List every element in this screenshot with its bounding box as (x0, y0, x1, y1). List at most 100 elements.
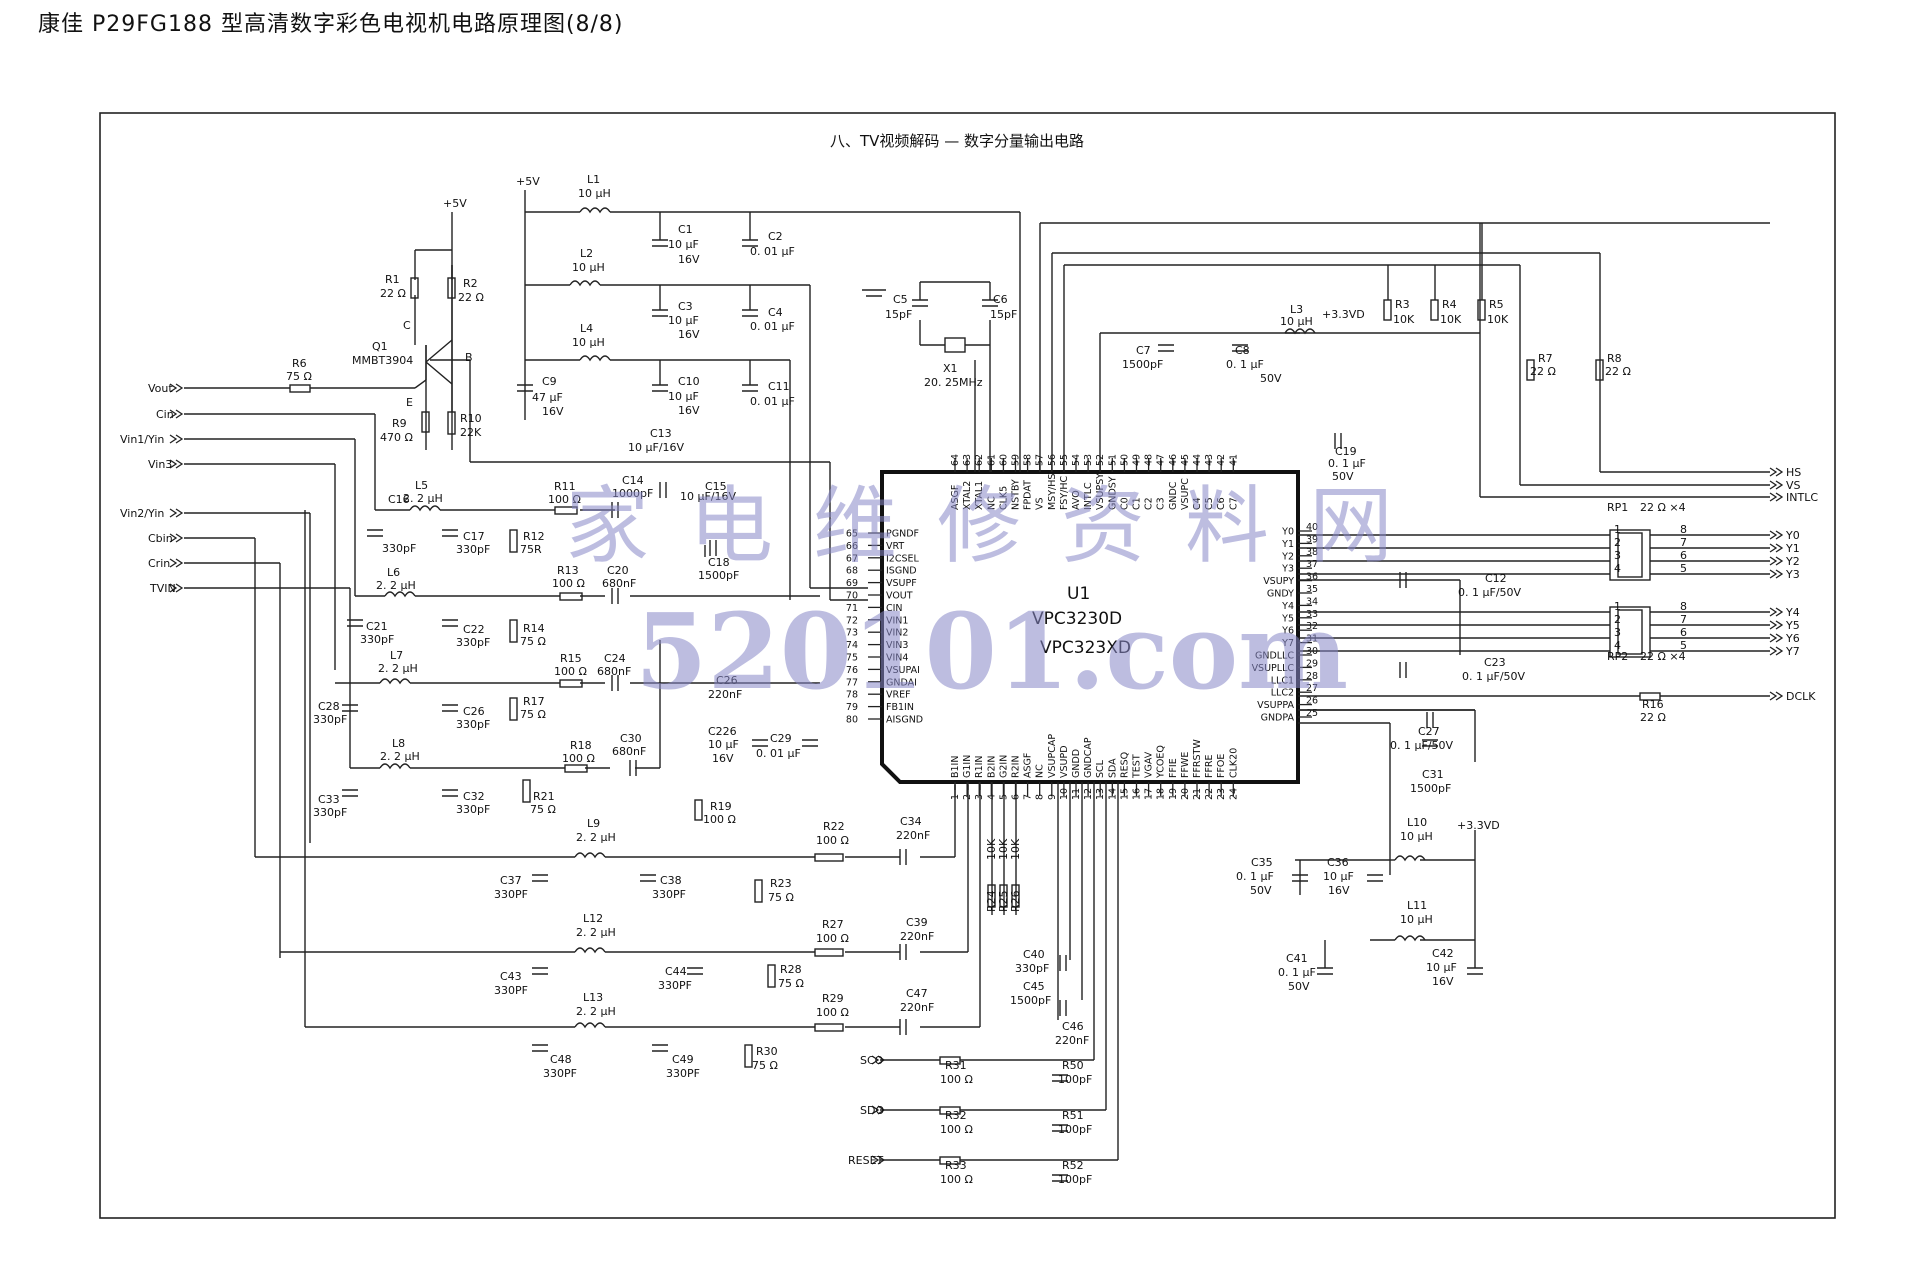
component-label: C22 (463, 623, 485, 636)
component-label: C4 (768, 306, 783, 319)
component-label: 10 μH (1400, 830, 1433, 843)
component-label: 16V (1432, 975, 1454, 988)
pin-number: 68 (846, 566, 858, 577)
pin-number: 33 (1306, 609, 1318, 620)
component-label: R33 (945, 1159, 967, 1172)
pin-name: LLC1 (1271, 675, 1294, 686)
component-label: 16V (542, 405, 564, 418)
component-label: 0. 01 μF (750, 320, 795, 333)
component-label: 330pF (456, 543, 490, 556)
component-label: 22 Ω ×4 (1640, 501, 1686, 514)
component-label: 22 Ω (1530, 365, 1556, 378)
pin-name: Y6 (1281, 626, 1294, 637)
pin-number: 16 (1132, 788, 1143, 800)
component-label: 7 (1680, 613, 1687, 626)
pin-name: G1IN (962, 755, 973, 778)
pin-name: C1 (1132, 497, 1143, 510)
pin-number: 42 (1216, 454, 1227, 466)
component-label: 10 μF (708, 738, 739, 751)
component-label: 10 μF (1323, 870, 1354, 883)
ic-part1: VPC3230D (1032, 609, 1122, 629)
pin-number: 23 (1216, 788, 1227, 800)
pin-number: 26 (1306, 696, 1318, 707)
pin-number: 48 (1144, 454, 1155, 466)
component-label: L6 (387, 566, 400, 579)
components (289, 207, 1661, 1182)
component-label: E (406, 396, 413, 409)
component-label: 10 μH (572, 261, 605, 274)
component-label: R7 (1538, 352, 1553, 365)
pin-name: VREF (886, 690, 911, 701)
pin-name: NC (1035, 764, 1046, 778)
component-label: R19 (710, 800, 732, 813)
component-label: RP2 (1607, 650, 1628, 663)
component-label: C37 (500, 874, 522, 887)
component-label: 0. 1 μF/50V (1390, 739, 1454, 752)
pin-number: 65 (846, 529, 858, 540)
component-label: 2 (1614, 613, 1621, 626)
component-label: 100 Ω (816, 932, 849, 945)
component-label: 10 μH (1400, 913, 1433, 926)
ic-pins-bottom: 1B1IN2G1IN3R1IN4B2IN5G2IN6R2IN7ASGF8NC9V… (950, 734, 1239, 800)
component-label: C45 (1023, 980, 1045, 993)
component-label: 330pF (456, 636, 490, 649)
component-label: 10K (1440, 313, 1462, 326)
component-label: C6 (993, 293, 1008, 306)
component-label: R32 (945, 1109, 967, 1122)
component-label: 100pF (1058, 1123, 1092, 1136)
component-label: 100pF (1058, 1073, 1092, 1086)
input-tvin: TVIN (149, 582, 176, 595)
component-label: 10 μH (1280, 315, 1313, 328)
component-label: R16 (1642, 698, 1664, 711)
pin-number: 73 (846, 628, 858, 639)
watermark-chinese: 家电维修资料网 (565, 477, 1433, 575)
input-crin: Crin (148, 557, 170, 570)
component-label: L7 (390, 649, 403, 662)
component-label: C14 (622, 474, 644, 487)
pin-number: 69 (846, 578, 858, 589)
component-label: 2 (1614, 536, 1621, 549)
output-y3: Y3 (1785, 568, 1800, 581)
pin-number: 31 (1306, 634, 1318, 645)
pin-name: CLK5 (998, 486, 1009, 510)
component-label: 20. 25MHz (924, 376, 983, 389)
pin-number: 7 (1023, 794, 1034, 800)
pin-number: 15 (1119, 788, 1130, 800)
component-label: 100 Ω (940, 1123, 973, 1136)
component-label: 100 Ω (548, 493, 581, 506)
pin-name: NSTBY (1011, 479, 1022, 510)
pin-name: AISGND (886, 715, 923, 726)
component-label: 220nF (1055, 1034, 1089, 1047)
component-label: 1000pF (612, 487, 653, 500)
component-label: 5 (1680, 562, 1687, 575)
pin-name: R2IN (1011, 755, 1022, 778)
component-label: R29 (822, 992, 844, 1005)
component-label: 75 Ω (520, 708, 546, 721)
io-labels: Vout Cin Vin1/Yin Vin3 Vin2/Yin Cbin Cri… (120, 175, 1818, 1167)
pin-name: FFRE (1204, 754, 1215, 778)
component-label: 0. 1 μF (1236, 870, 1274, 883)
component-label: C21 (366, 620, 388, 633)
pin-name: VSUPLLC (1252, 663, 1295, 674)
pin-number: 49 (1132, 454, 1143, 466)
power-33vd-a: +3.3VD (1322, 308, 1365, 321)
pin-name: Y7 (1281, 638, 1294, 649)
pin-name: Y3 (1281, 564, 1294, 575)
component-label: R27 (822, 918, 844, 931)
pin-number: 36 (1306, 572, 1318, 583)
pin-number: 20 (1180, 788, 1191, 800)
component-label: 330pF (382, 542, 416, 555)
component-label: 15pF (885, 308, 912, 321)
component-label: R1 (385, 273, 400, 286)
component-label: 75 Ω (752, 1059, 778, 1072)
ic-pins-top: 64ASGF63XTAL262XTAL161NC60CLK559NSTBY58F… (950, 454, 1239, 510)
pin-name: VRT (886, 541, 904, 552)
component-label: R25 (997, 890, 1010, 912)
component-label: L8 (392, 737, 405, 750)
pin-number: 29 (1306, 658, 1318, 669)
component-label: C48 (550, 1053, 572, 1066)
component-label: C40 (1023, 948, 1045, 961)
component-label: 75 Ω (768, 891, 794, 904)
component-label: C35 (1251, 856, 1273, 869)
pin-number: 50 (1119, 454, 1130, 466)
